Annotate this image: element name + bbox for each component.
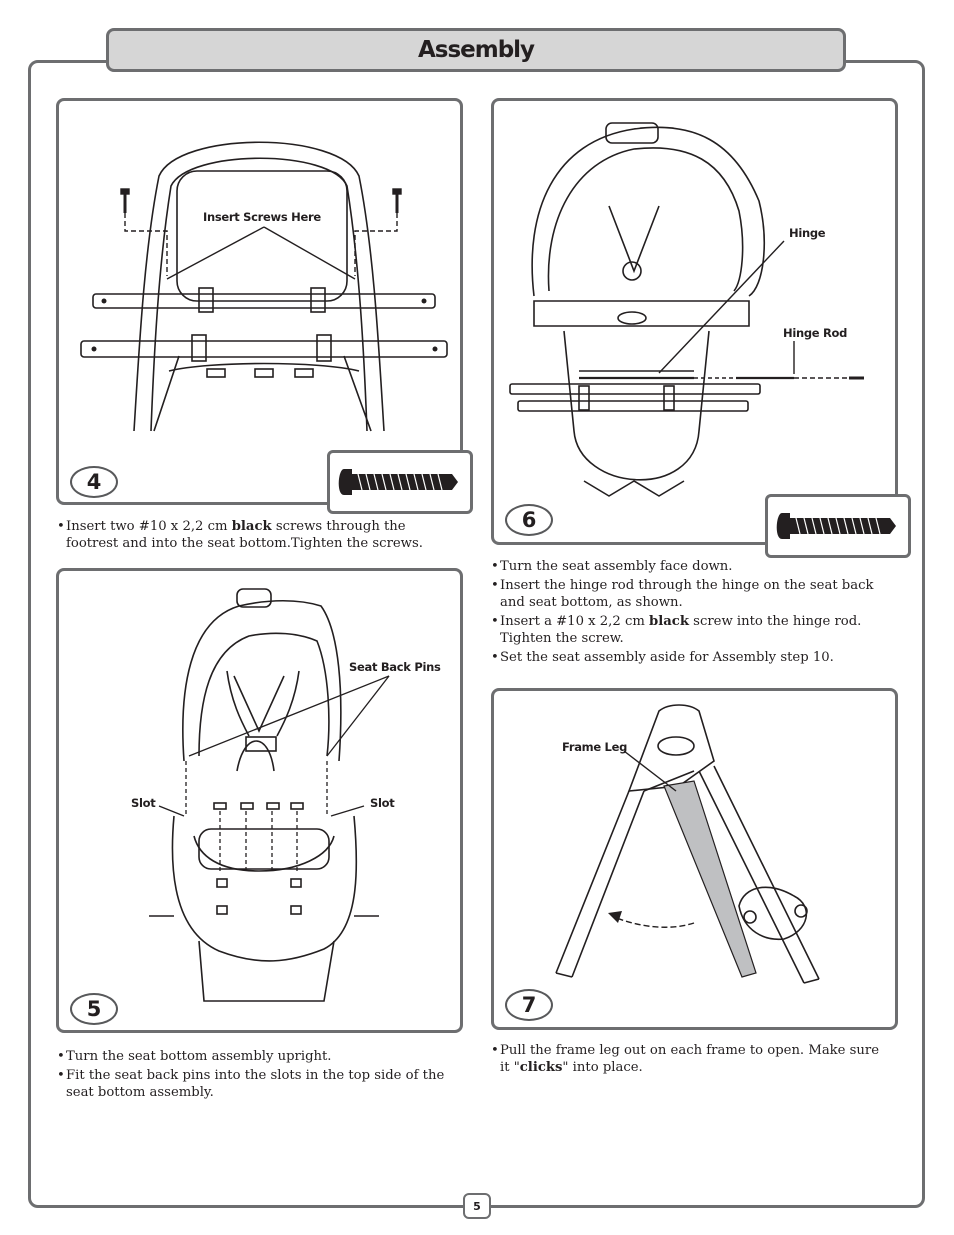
screw-icon: [338, 469, 458, 495]
title-banner: Assembly: [106, 28, 846, 72]
step-7-instructions: Pull the frame leg out on each frame to …: [491, 1042, 891, 1078]
seat-bottom-footrest-drawing: [80, 141, 448, 432]
step-7-illustration: Frame Leg 7: [491, 688, 898, 1030]
callout-slot-right: Slot: [370, 796, 395, 810]
seat-hinge-rod-drawing: [509, 122, 864, 497]
step-6-number: 6: [505, 504, 553, 536]
step-7-number: 7: [505, 989, 553, 1021]
instruction-item: Insert the hinge rod through the hinge o…: [491, 577, 891, 611]
step-6-illustration: Hinge Hinge Rod 6: [491, 98, 898, 545]
step-6-instructions: Turn the seat assembly face down. Insert…: [491, 558, 891, 668]
step-5-instructions: Turn the seat bottom assembly upright. F…: [57, 1048, 457, 1103]
step-4-instructions: Insert two #10 x 2,2 cm black screws thr…: [57, 518, 457, 554]
callout-insert-screws-here: Insert Screws Here: [203, 210, 321, 224]
step-6-screw-actual-size: [765, 494, 911, 558]
page-number: 5: [463, 1193, 491, 1219]
callout-hinge: Hinge: [789, 226, 826, 240]
callout-frame-leg: Frame Leg: [562, 740, 627, 754]
callout-slot-left: Slot: [131, 796, 156, 810]
instruction-item: Insert a #10 x 2,2 cm black screw into t…: [491, 613, 891, 647]
frame-leg-drawing: [555, 704, 820, 984]
step-5-illustration: Seat Back Pins Slot Slot 5: [56, 568, 463, 1033]
seat-back-seat-bottom-drawing: [149, 588, 390, 1002]
page-title: Assembly: [417, 37, 535, 63]
instruction-item: Turn the seat bottom assembly upright.: [57, 1048, 457, 1065]
instruction-item: Set the seat assembly aside for Assembly…: [491, 649, 891, 666]
callout-hinge-rod: Hinge Rod: [783, 326, 848, 340]
callout-seat-back-pins: Seat Back Pins: [349, 660, 441, 674]
step-5-number: 5: [70, 993, 118, 1025]
step-4-illustration: Insert Screws Here 4: [56, 98, 463, 505]
step-4-number: 4: [70, 466, 118, 498]
instruction-item: Insert two #10 x 2,2 cm black screws thr…: [57, 518, 457, 552]
instruction-item: Fit the seat back pins into the slots in…: [57, 1067, 457, 1101]
step-4-screw-actual-size: [327, 450, 473, 514]
screw-icon: [776, 513, 896, 539]
instruction-item: Turn the seat assembly face down.: [491, 558, 891, 575]
instruction-item: Pull the frame leg out on each frame to …: [491, 1042, 891, 1076]
